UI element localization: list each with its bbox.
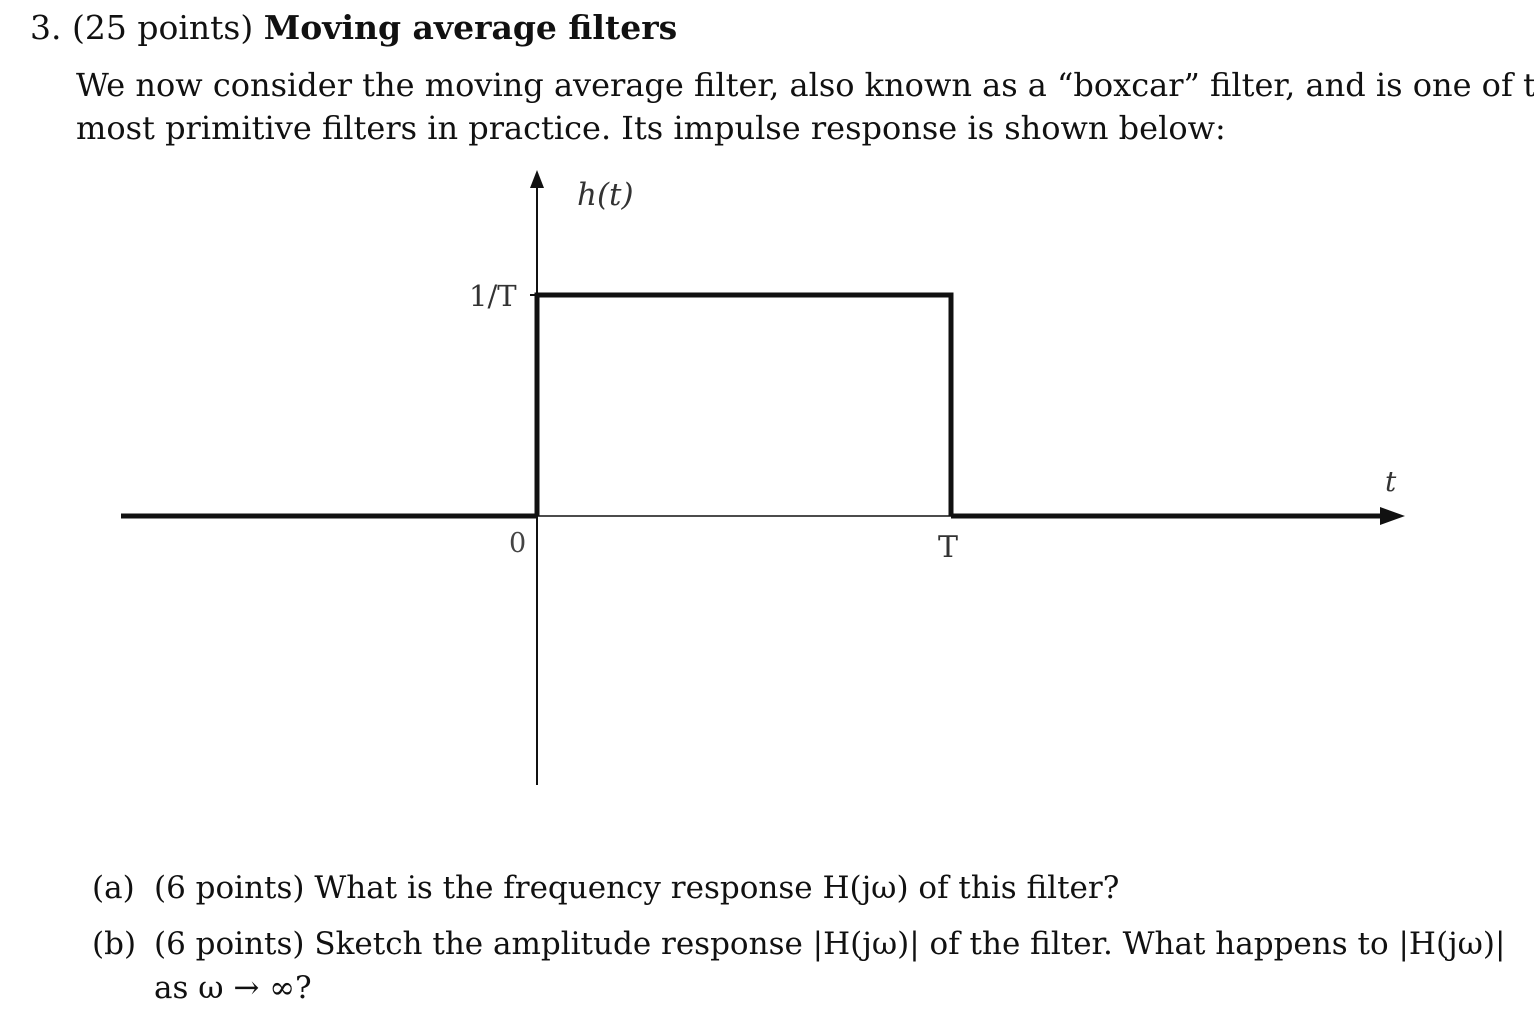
h-boxcar-pulse: [534, 292, 954, 516]
y-axis-label: h(t): [577, 177, 634, 213]
problem-heading: 3. (25 points) Moving average filters: [30, 8, 677, 47]
intro-line-1: We now consider the moving average filte…: [76, 66, 1534, 104]
end-label: T: [938, 530, 958, 565]
intro-paragraph: We now consider the moving average filte…: [76, 64, 1534, 150]
origin-label: 0: [509, 528, 526, 559]
problem-number: 3.: [30, 8, 62, 47]
question-parts: (a) (6 points) What is the frequency resp…: [92, 866, 1505, 1010]
x-axis-arrowhead: [1380, 507, 1405, 525]
part-b: (b) (6 points) Sketch the amplitude respo…: [92, 922, 1505, 1010]
part-b-text-line1: (6 points) Sketch the amplitude response…: [154, 926, 1506, 962]
intro-line-2: most primitive filters in practice. Its …: [76, 109, 1226, 147]
part-a-label: (a): [92, 870, 135, 906]
part-b-text-line2: as ω → ∞?: [154, 970, 312, 1006]
part-a: (a) (6 points) What is the frequency resp…: [92, 866, 1505, 910]
part-b-label: (b): [92, 926, 137, 962]
y-axis-arrowhead: [530, 170, 544, 188]
amplitude-label: 1/T: [469, 279, 517, 313]
problem-points: (25 points): [72, 8, 254, 47]
x-axis-label: t: [1385, 465, 1397, 498]
problem-title: Moving average filters: [263, 8, 678, 47]
part-a-text: (6 points) What is the frequency respons…: [154, 870, 1120, 906]
